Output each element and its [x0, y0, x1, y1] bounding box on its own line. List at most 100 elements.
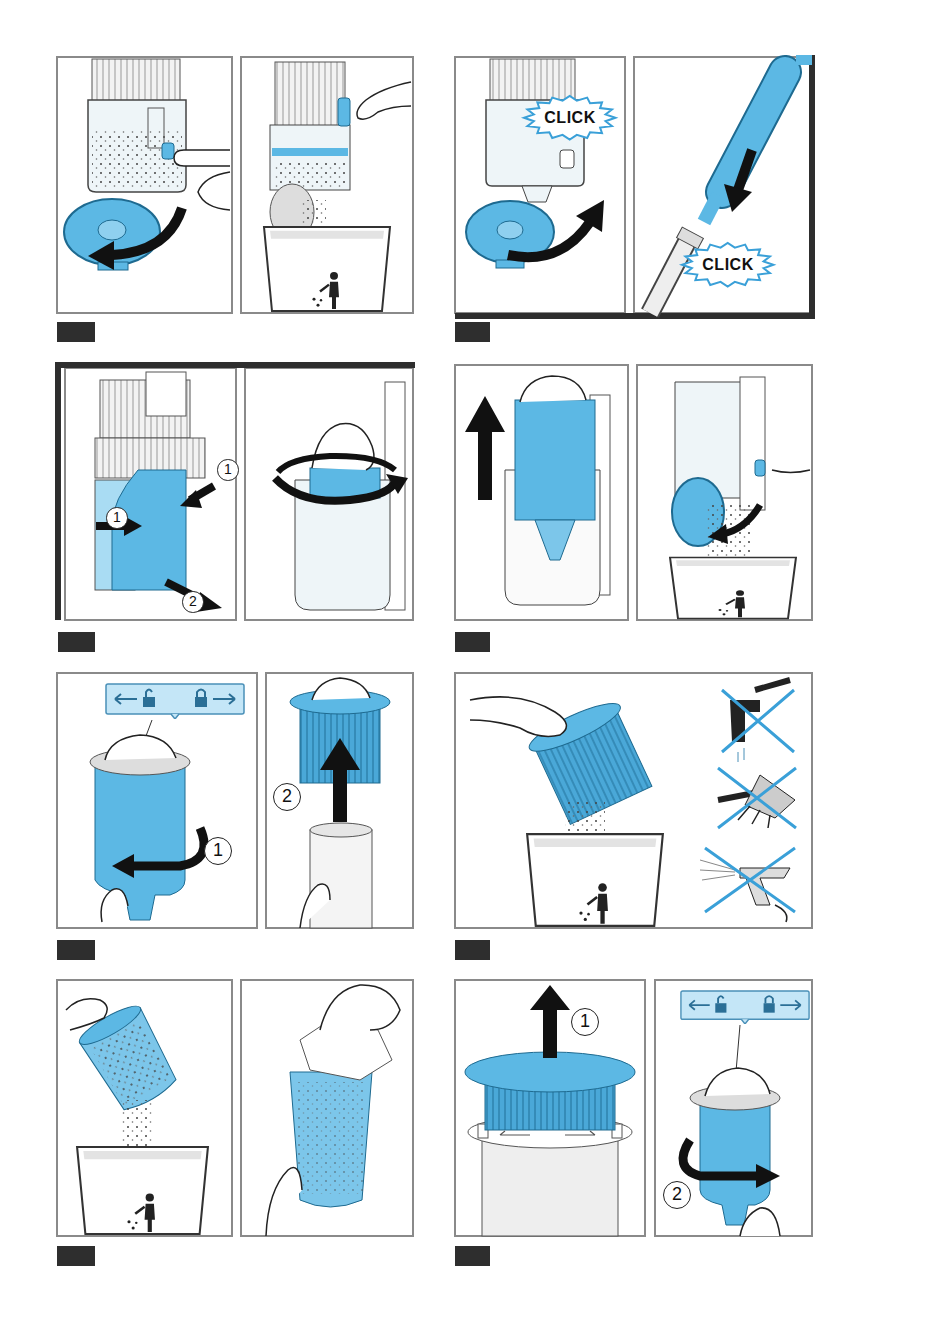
attach-tube-shape: [722, 72, 785, 192]
callout-number: 2: [663, 1181, 691, 1209]
empty-into-bin-shape: [274, 160, 346, 188]
close-lid-shape: [560, 150, 574, 168]
panel-frames-shape: [655, 980, 812, 1236]
highlight-border-shape: [455, 55, 812, 316]
empty-bin: [670, 377, 810, 619]
tap-filter-clean-shape: [470, 697, 566, 737]
panel-frames-shape: [241, 57, 413, 313]
step-box-shape: [455, 940, 490, 960]
attach-tube-shape: [724, 184, 752, 212]
lock-filter-shape: [740, 1208, 780, 1236]
unlock-filter-shape: [105, 735, 176, 760]
attach-tube-shape: [796, 55, 812, 65]
empty-bin-open-shape: [148, 108, 164, 148]
twist-filter: [275, 382, 408, 610]
panel-frames-shape: [266, 673, 413, 928]
lock-filter-shape: [705, 1068, 770, 1096]
insert-filter-shape: [530, 985, 570, 1058]
attach-tube-shape: [738, 150, 752, 190]
callout-number: 2: [273, 783, 301, 811]
separate-filter-shape: [312, 678, 370, 700]
empty-bin-open-shape: [174, 150, 230, 166]
separate-filter-shape: [310, 830, 372, 928]
lock-filter-shape: [756, 1164, 780, 1188]
empty-bin-open: [64, 59, 230, 270]
empty-into-bin: [264, 62, 411, 311]
empty-bin-open-shape: [92, 130, 182, 188]
empty-prefilter-shape: [122, 1100, 152, 1150]
empty-bin-shape: [740, 377, 765, 510]
callout-label: 1: [113, 510, 121, 525]
callout-label: 1: [580, 1012, 590, 1032]
empty-bin-open-shape: [98, 220, 126, 240]
attach-tube-shape: [650, 240, 688, 313]
starburst-shape: [682, 243, 773, 287]
callout-number: 1: [217, 459, 238, 480]
lift-filter-shape: [520, 376, 586, 402]
close-lid-shape: [490, 59, 575, 102]
panel-frames-shape: [634, 57, 812, 313]
close-lid: [466, 59, 604, 268]
click-label: CLICK: [544, 109, 595, 127]
highlight-border: [58, 55, 812, 620]
panel-frames-shape: [637, 365, 812, 620]
lock-filter-shape: [681, 991, 809, 1024]
empty-bin-open-shape: [198, 172, 230, 210]
close-lid-shape: [522, 186, 552, 202]
tap-filter-clean-shape: [718, 768, 796, 828]
unlock-filter-shape: [130, 828, 204, 866]
tap-filter-clean-shape: [738, 748, 744, 762]
separate-filter: [290, 678, 390, 928]
empty-bin-shape: [670, 557, 796, 618]
twist-filter-shape: [275, 478, 396, 501]
attach-tube: [650, 60, 812, 313]
empty-bin-open-shape: [162, 143, 174, 159]
callout-label: 2: [672, 1185, 682, 1205]
tap-filter-clean-shape: [722, 690, 794, 752]
wipe-prefilter-shape: [320, 985, 400, 1030]
empty-bin-open-shape: [112, 208, 182, 255]
tap-filter-clean-shape: [700, 860, 735, 880]
panel-frames-shape: [65, 368, 236, 620]
separate-filter-shape: [320, 738, 360, 822]
step-box-shape: [57, 940, 95, 960]
empty-bin-shape: [755, 460, 765, 476]
empty-into-bin-shape: [272, 148, 348, 156]
panel-frames-shape: [57, 673, 257, 928]
tap-filter-clean-shape: [740, 868, 790, 905]
lock-filter-shape: [700, 1100, 770, 1225]
empty-into-bin-shape: [338, 98, 350, 126]
empty-prefilter-shape: [66, 999, 107, 1030]
step-box-shape: [455, 632, 490, 652]
tap-filter-clean-shape: [705, 848, 795, 912]
empty-bin-open-shape: [88, 100, 186, 192]
step-box: [57, 322, 490, 1266]
click-starburst: CLICK: [682, 243, 773, 287]
empty-bin-shape: [708, 524, 728, 544]
twist-filter-shape: [386, 474, 408, 494]
starburst-shape: [524, 96, 615, 140]
remove-filter-unit: [95, 372, 222, 612]
step-box-shape: [57, 1246, 95, 1266]
attach-tube-shape: [677, 227, 704, 249]
panel-frames: [57, 57, 812, 1236]
tap-filter-clean-shape: [745, 775, 795, 818]
step-box-shape: [455, 1246, 490, 1266]
twist-filter-shape: [278, 456, 395, 472]
insert-filter: [465, 985, 635, 1236]
callout-number: 2: [182, 591, 203, 612]
panel-frames-shape: [455, 673, 812, 928]
lift-filter: [465, 376, 610, 605]
tap-filter-clean-shape: [775, 905, 787, 922]
highlight-border-shape: [58, 365, 415, 620]
insert-filter-shape: [500, 1131, 595, 1135]
unlock-filter-shape: [106, 684, 244, 719]
step-box-shape: [57, 322, 95, 342]
unlock-filter: [90, 684, 244, 922]
lift-filter-shape: [535, 520, 575, 560]
empty-into-bin-shape: [357, 82, 411, 119]
tap-filter-clean-shape: [527, 834, 663, 926]
tap-filter-clean: [470, 680, 796, 926]
step-box-shape: [455, 322, 490, 342]
empty-into-bin-shape: [275, 62, 345, 127]
